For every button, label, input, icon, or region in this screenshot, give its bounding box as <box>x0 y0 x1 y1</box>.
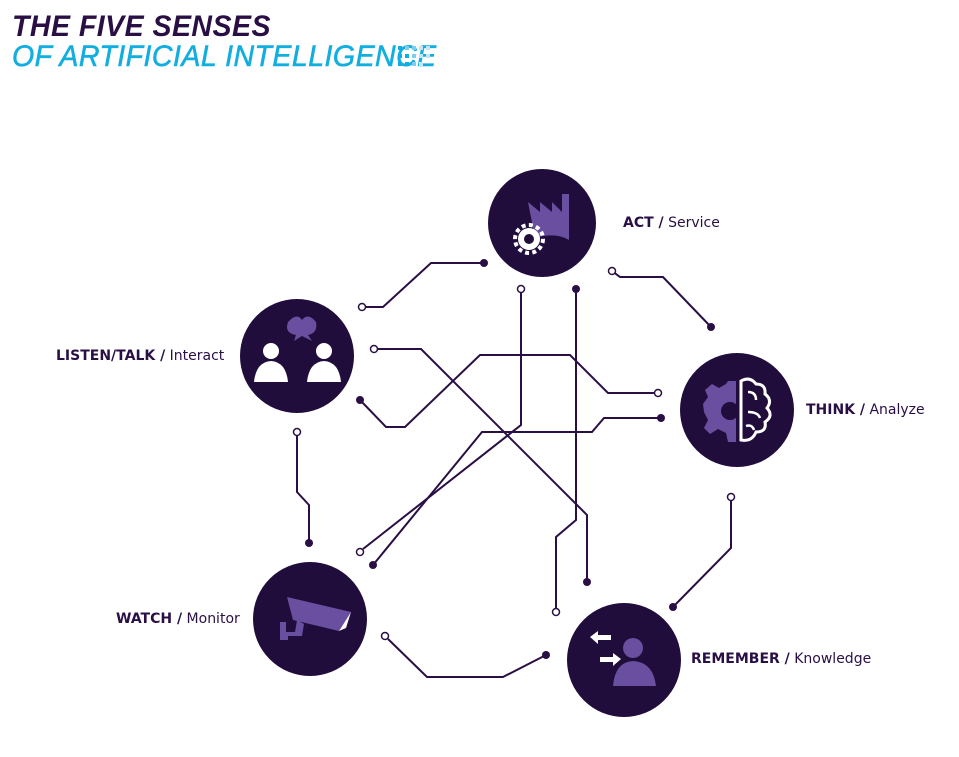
watch-node <box>253 562 367 676</box>
watch-desc: Monitor <box>182 611 240 627</box>
think-label: THINK / Analyze <box>806 402 925 418</box>
think-name: THINK / <box>806 402 866 418</box>
watch-label: WATCH / Monitor <box>116 611 240 627</box>
listen-talk-name: LISTEN/TALK / <box>56 348 166 364</box>
connector-2 <box>611 270 712 328</box>
connector-1 <box>366 262 484 308</box>
connector-9 <box>672 501 732 608</box>
factory-gear-icon <box>513 194 569 255</box>
title-line-1: THE FIVE SENSES <box>12 10 271 43</box>
connector-6 <box>362 293 522 550</box>
listen-talk-node <box>240 299 354 413</box>
act-node <box>488 169 596 277</box>
watch-name: WATCH / <box>116 611 183 627</box>
people-talking-icon <box>254 316 341 382</box>
camera-icon <box>280 597 351 640</box>
listen-talk-label: LISTEN/TALK / Interact <box>56 348 224 364</box>
open-endpoints <box>292 266 736 641</box>
remember-desc: Knowledge <box>789 651 872 667</box>
gear-brain-icon <box>703 377 772 442</box>
filled-endpoints <box>305 259 715 659</box>
act-name: ACT / <box>623 215 664 231</box>
act-label: ACT / Service <box>623 215 720 231</box>
listen-talk-desc: Interact <box>165 348 225 364</box>
title-line-2: OF ARTIFICIAL INTELLIGENCE <box>12 40 437 73</box>
connector-10 <box>387 638 547 678</box>
connector-lines <box>296 262 732 678</box>
connector-8 <box>296 436 310 543</box>
think-node <box>680 353 794 467</box>
remember-node <box>567 603 681 717</box>
connector-4 <box>359 354 654 428</box>
connector-7 <box>555 289 577 608</box>
pixel-dots-decoration <box>398 46 430 66</box>
act-desc: Service <box>663 215 720 231</box>
remember-name: REMEMBER / <box>691 651 790 667</box>
remember-label: REMEMBER / Knowledge <box>691 651 871 667</box>
user-sync-icon <box>590 631 656 686</box>
connector-5 <box>372 417 661 566</box>
think-desc: Analyze <box>865 402 925 418</box>
